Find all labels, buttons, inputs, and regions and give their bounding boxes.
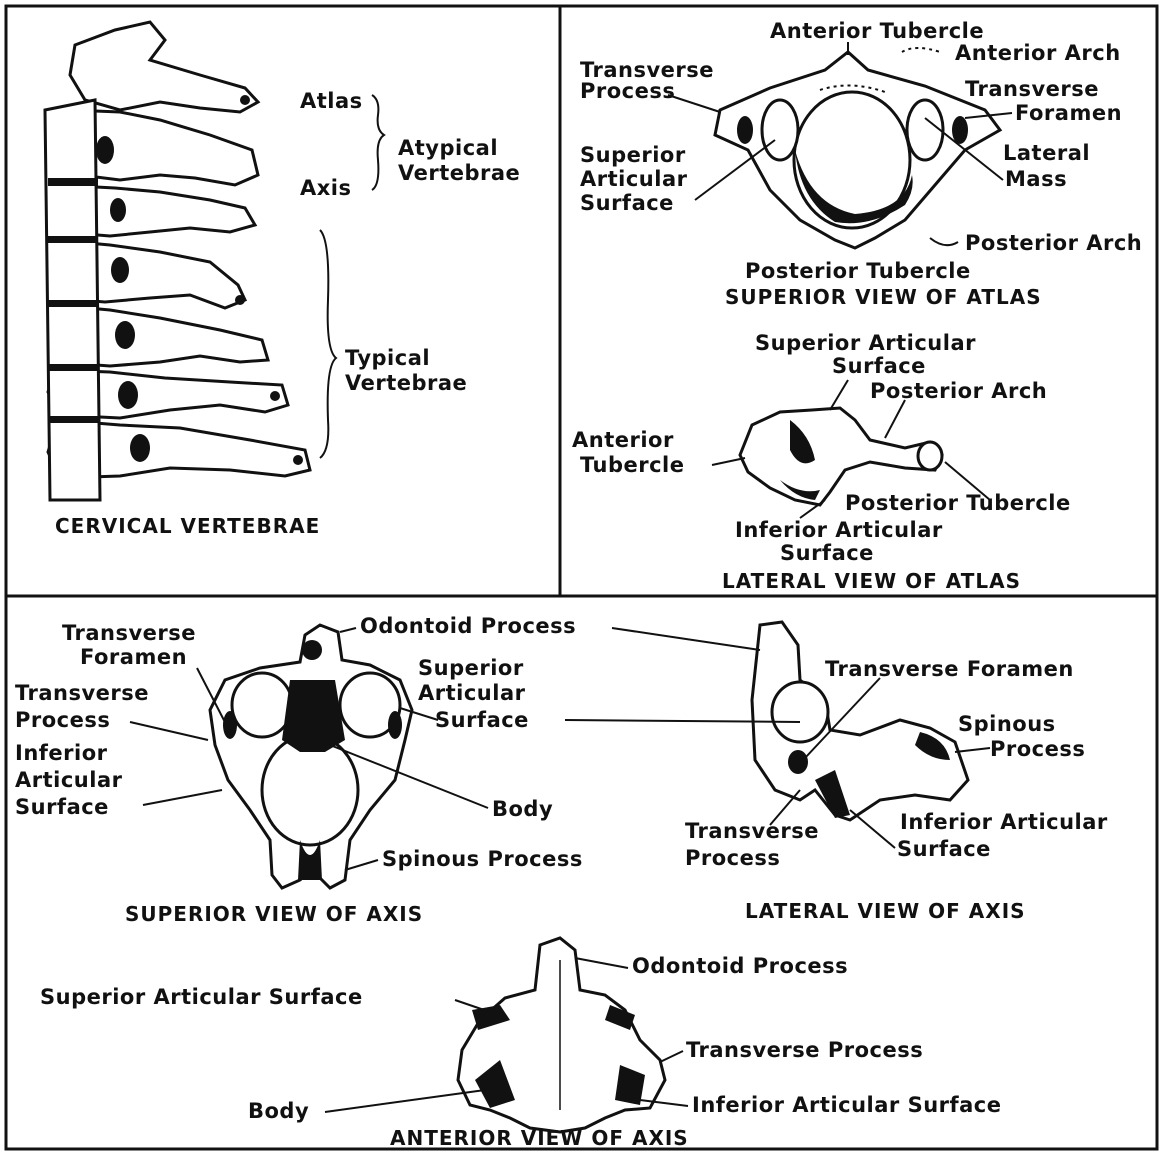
label-axa-body: Body: [248, 1099, 309, 1123]
label-lat-posterior-arch: Posterior Arch: [870, 379, 1047, 403]
label-superior-articular-3: Surface: [580, 191, 674, 215]
label-ax-superior-articular: Superior: [418, 656, 524, 680]
label-transverse-foramen-2: Foramen: [1015, 101, 1122, 125]
label-lat-superior-articular: Superior Articular: [755, 331, 976, 355]
label-transverse-process-2: Process: [580, 79, 675, 103]
caption-axis-lateral: LATERAL VIEW OF AXIS: [745, 899, 1026, 923]
label-posterior-tubercle: Posterior Tubercle: [745, 259, 971, 283]
label-axl-transverse-foramen: Transverse Foramen: [825, 657, 1074, 681]
label-lat-posterior-tubercle: Posterior Tubercle: [845, 491, 1071, 515]
label-axl-transverse-process: Transverse: [685, 819, 819, 843]
label-superior-articular: Superior: [580, 143, 686, 167]
label-transverse-foramen: Transverse: [965, 77, 1099, 101]
label-atypical: Atypical: [398, 136, 498, 160]
label-ax-superior-articular-2: Articular: [418, 681, 526, 705]
label-axl-inferior-articular: Inferior Articular: [900, 810, 1108, 834]
label-ax-transverse-foramen-2: Foramen: [80, 645, 187, 669]
label-lateral-mass: Lateral: [1003, 141, 1090, 165]
caption-cervical: CERVICAL VERTEBRAE: [55, 514, 320, 538]
label-axa-inferior-articular: Inferior Articular Surface: [692, 1093, 1002, 1117]
label-superior-articular-2: Articular: [580, 167, 688, 191]
label-lat-anterior-tubercle: Anterior: [572, 428, 674, 452]
caption-axis-anterior: ANTERIOR VIEW OF AXIS: [390, 1126, 689, 1150]
label-ax-spinous-process: Spinous Process: [382, 847, 583, 871]
label-lat-inferior-articular: Inferior Articular: [735, 518, 943, 542]
label-lateral-mass-2: Mass: [1005, 167, 1067, 191]
caption-atlas-lateral: LATERAL VIEW OF ATLAS: [722, 569, 1021, 593]
label-axa-superior-articular: Superior Articular Surface: [40, 985, 363, 1009]
label-typical-vertebrae: Vertebrae: [345, 371, 467, 395]
label-axl-spinous-process-2: Process: [990, 737, 1085, 761]
label-ax-inferior-articular-3: Surface: [15, 795, 109, 819]
label-atlas: Atlas: [300, 89, 363, 113]
label-ax-body: Body: [492, 797, 553, 821]
label-atypical-vertebrae: Vertebrae: [398, 161, 520, 185]
label-ax-transverse-process-2: Process: [15, 708, 110, 732]
label-ax-transverse-foramen: Transverse: [62, 621, 196, 645]
label-lat-superior-articular-2: Surface: [832, 354, 926, 378]
label-axis: Axis: [300, 176, 352, 200]
label-ax-inferior-articular: Inferior: [15, 741, 108, 765]
label-axa-transverse-process: Transverse Process: [686, 1038, 923, 1062]
label-ax-inferior-articular-2: Articular: [15, 768, 123, 792]
caption-atlas-superior: SUPERIOR VIEW OF ATLAS: [725, 285, 1042, 309]
label-posterior-arch: Posterior Arch: [965, 231, 1142, 255]
label-lat-inferior-articular-2: Surface: [780, 541, 874, 565]
label-anterior-tubercle: Anterior Tubercle: [770, 19, 984, 43]
label-axa-odontoid-process: Odontoid Process: [632, 954, 848, 978]
label-lat-anterior-tubercle-2: Tubercle: [580, 453, 685, 477]
label-ax-odontoid-process: Odontoid Process: [360, 614, 576, 638]
caption-axis-superior: SUPERIOR VIEW OF AXIS: [125, 902, 423, 926]
atlas-superior-drawing: [715, 52, 1000, 248]
label-axl-spinous-process: Spinous: [958, 712, 1056, 736]
label-ax-transverse-process: Transverse: [15, 681, 149, 705]
label-axl-transverse-process-2: Process: [685, 846, 780, 870]
label-ax-superior-articular-3: Surface: [435, 708, 529, 732]
label-typical: Typical: [345, 346, 430, 370]
label-axl-inferior-articular-2: Surface: [897, 837, 991, 861]
label-anterior-arch: Anterior Arch: [955, 41, 1121, 65]
